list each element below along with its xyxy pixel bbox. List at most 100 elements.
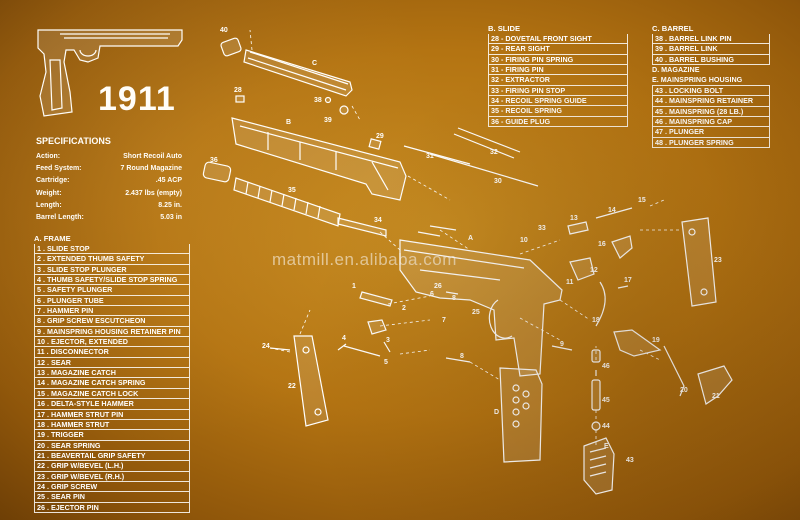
callout: 43 <box>626 457 634 464</box>
barrel-part <box>243 49 353 115</box>
list-item: 4 . THUMB SAFETY/SLIDE STOP SPRING <box>34 275 190 286</box>
callout: 45 <box>602 397 610 404</box>
callout: 33 <box>538 225 546 232</box>
list-item: 16 . DELTA-STYLE HAMMER <box>34 399 190 410</box>
grip-safety-part <box>697 365 733 405</box>
trigger-part <box>613 329 662 357</box>
mainspring-housing-part <box>583 437 615 495</box>
callout: 28 <box>234 87 242 94</box>
slide-part <box>231 117 407 201</box>
sear-part <box>569 257 595 281</box>
list-item: 1 . SLIDE STOP <box>34 244 190 255</box>
callout: 40 <box>220 27 228 34</box>
magazine-heading: D. MAGAZINE <box>652 65 700 75</box>
list-item: 21 . BEAVERTAIL GRIP SAFETY <box>34 450 190 462</box>
callout: 19 <box>652 337 660 344</box>
callout: 24 <box>262 343 270 350</box>
callout: 31 <box>426 153 434 160</box>
list-item: 12 . SEAR <box>34 357 190 369</box>
hammer-strut-part <box>595 281 606 327</box>
sear-spring-part <box>663 345 685 397</box>
spec-value: .45 ACP <box>155 177 182 185</box>
list-item: 30 - FIRING PIN SPRING <box>488 54 628 66</box>
list-item: 29 - REAR SIGHT <box>488 44 628 55</box>
specifications-heading: SPECIFICATIONS <box>36 136 111 146</box>
callout: 46 <box>602 363 610 370</box>
list-item: 48 . PLUNGER SPRING <box>652 137 770 149</box>
barrel-heading: C. BARREL <box>652 24 694 33</box>
callout: 23 <box>714 257 722 264</box>
spec-row: Weight:2.437 lbs (empty) <box>36 188 182 200</box>
list-item: 2 . EXTENDED THUMB SAFETY <box>34 254 190 265</box>
right-grip-part <box>681 217 717 307</box>
list-item: 14 . MAGAZINE CATCH SPRING <box>34 378 190 389</box>
callout: 30 <box>494 178 502 185</box>
spec-row: Feed System: 7 Round Magazine <box>36 163 182 175</box>
spec-row: Action:Short Recoil Auto <box>36 151 182 163</box>
list-item: 3 . SLIDE STOP PLUNGER <box>34 264 190 276</box>
list-item: 40 . BARREL BUSHING <box>652 54 770 66</box>
callout: 38 <box>314 97 322 104</box>
frame-parts-list: A. FRAME 1 . SLIDE STOP 2 . EXTENDED THU… <box>34 233 190 513</box>
slide-heading: B. SLIDE <box>488 24 521 33</box>
list-item: 36 - GUIDE PLUG <box>488 116 628 128</box>
callout: 3 <box>386 337 390 344</box>
list-item: 25 . SEAR PIN <box>34 492 190 503</box>
list-item: 44 . MAINSPRING RETAINER <box>652 96 770 107</box>
frame-part <box>399 225 563 377</box>
list-item: 34 - RECOIL SPRING GUIDE <box>488 96 628 107</box>
list-item: 31 - FIRING PIN <box>488 65 628 76</box>
callout: 22 <box>288 383 296 390</box>
list-item: 43 . LOCKING BOLT <box>652 85 770 97</box>
callout: 9 <box>560 341 564 348</box>
list-item: 9 . MAINSPRING HOUSING RETAINER PIN <box>34 326 190 338</box>
list-item: 33 - FIRING PIN STOP <box>488 85 628 97</box>
magazine-catch-part <box>567 221 589 235</box>
leader-lines <box>249 29 680 446</box>
firing-pin-part <box>403 145 471 165</box>
callout: 4 <box>342 335 346 342</box>
list-item: 11 . DISCONNECTOR <box>34 347 190 358</box>
magazine-catch-spring-part <box>595 207 633 219</box>
spec-value: 7 Round Magazine <box>120 165 182 173</box>
list-item: 28 - DOVETAIL FRONT SIGHT <box>488 34 628 45</box>
callout: 36 <box>210 157 218 164</box>
list-item: 19 . TRIGGER <box>34 430 190 441</box>
callout: 5 <box>384 359 388 366</box>
callout: 1 <box>352 283 356 290</box>
callout: E <box>604 443 609 450</box>
callout: 6 <box>430 291 434 298</box>
callout: 14 <box>608 207 616 214</box>
list-item: 45 . MAINSPRING (28 LB.) <box>652 106 770 118</box>
slide-parts-list: B. SLIDE 28 - DOVETAIL FRONT SIGHT 29 - … <box>488 23 628 128</box>
list-item: 13 . MAGAZINE CATCH <box>34 368 190 379</box>
spec-label: Cartridge: <box>36 177 70 185</box>
list-item: 26 . EJECTOR PIN <box>34 502 190 513</box>
spec-label: Feed System: <box>36 165 82 173</box>
list-item: 18 . HAMMER STRUT <box>34 419 190 431</box>
callout: 8 <box>460 353 464 360</box>
mainspring-housing-heading: E. MAINSPRING HOUSING <box>652 75 743 85</box>
callout: C <box>312 60 317 67</box>
list-item: 35 - RECOIL SPRING <box>488 106 628 117</box>
list-item: 24 . GRIP SCREW <box>34 481 190 493</box>
callout: 10 <box>520 237 528 244</box>
list-item: 23 . GRIP W/BEVEL (R.H.) <box>34 471 190 482</box>
specifications-table: Action:Short Recoil Auto Feed System: 7 R… <box>36 151 182 224</box>
list-item: 17 . HAMMER STRUT PIN <box>34 409 190 420</box>
callout: 18 <box>592 317 600 324</box>
callout: 8 <box>452 295 456 302</box>
callout: 39 <box>324 117 332 124</box>
list-item: 7 . HAMMER PIN <box>34 306 190 317</box>
recoil-spring-part <box>233 177 341 227</box>
callout: 44 <box>602 423 610 430</box>
callout-labels: 40 C 28 38 39 B 29 31 32 30 36 35 34 A 1… <box>210 27 722 464</box>
spec-label: Barrel Length: <box>36 213 84 221</box>
callout: 20 <box>680 387 688 394</box>
spec-label: Length: <box>36 201 62 209</box>
barrel-bushing-part <box>220 37 242 57</box>
spec-row: Length:8.25 in. <box>36 200 182 212</box>
list-item: 32 - EXTRACTOR <box>488 75 628 86</box>
recoil-guide-part <box>337 217 387 237</box>
